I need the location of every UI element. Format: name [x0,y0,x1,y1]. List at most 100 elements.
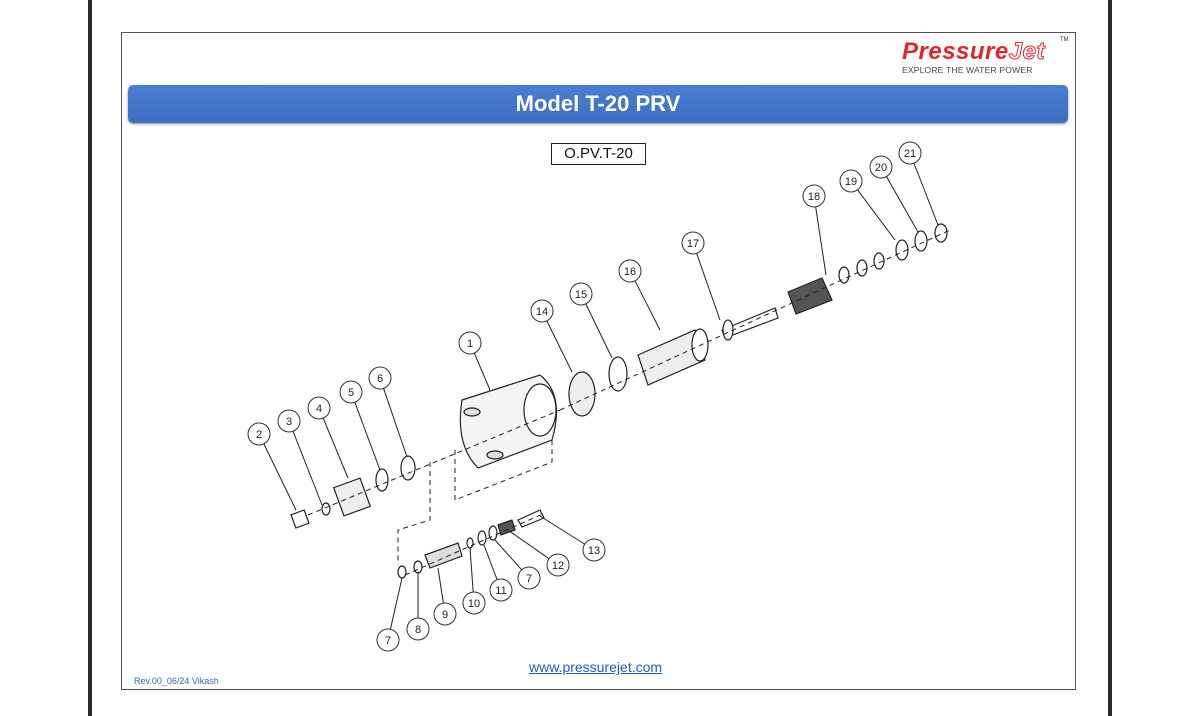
leader-line [857,189,896,241]
callout-number: 17 [687,238,699,250]
part-14 [568,371,596,417]
leader-line [263,443,297,511]
leader-line [354,402,381,471]
callout-21: 21 [898,141,939,226]
callout-number: 21 [904,148,916,160]
part-9 [424,542,463,569]
callout-9: 9 [433,567,457,626]
callout-17: 17 [681,231,721,321]
viewer-left-edge [88,0,92,716]
callout-number: 1 [467,338,473,350]
callout-11: 11 [483,544,513,602]
viewer-right-edge [1108,0,1112,716]
leader-line [886,176,919,233]
part-18-spring [787,277,833,315]
leader-line [913,163,939,226]
callout-7: 7 [376,577,403,652]
callout-number: 19 [845,176,857,188]
trademark: TM [1060,37,1069,43]
callout-circle [307,396,331,420]
callout-1: 1 [458,331,491,391]
callout-circle [406,617,430,641]
callout-circle [462,591,486,615]
callout-circle [546,553,570,577]
leader-line [546,320,573,373]
callout-number: 5 [348,387,354,399]
logo-text-jet: Jet [1008,38,1045,65]
callout-number: 11 [495,585,506,597]
part-21 [934,223,948,243]
part-3 [321,502,331,516]
callout-circle [489,578,513,602]
callout-circle [247,422,271,446]
page-frame [121,32,1076,690]
callout-15: 15 [569,282,613,359]
callout-16: 16 [618,259,661,331]
part-13 [517,509,545,528]
callout-number: 7 [385,635,391,647]
callout-circle [517,566,541,590]
leader-line [473,352,491,391]
callout-circle [582,538,606,562]
callout-number: 12 [552,560,564,572]
callout-8: 8 [406,572,430,641]
callout-number: 2 [256,429,262,441]
callout-3: 3 [277,409,323,506]
leader-line [322,417,349,479]
callout-2: 2 [247,422,297,511]
callout-7: 7 [494,539,541,590]
page-title: Model T-20 PRV [128,85,1068,123]
leader-line [634,280,661,331]
leader-line [696,253,721,321]
callout-circle [376,628,400,652]
callout-5: 5 [339,380,381,471]
callout-number: 10 [468,598,480,610]
callout-number: 15 [575,289,587,301]
callout-number: 8 [415,624,421,636]
callout-circle [458,331,482,355]
part-6 [400,455,416,481]
callout-circle [869,155,893,179]
part-code-box: O.PV.T-20 [551,143,646,165]
leader-line [483,544,498,580]
leader-line [383,388,408,458]
callout-circle [839,169,863,193]
leader-line [585,303,613,359]
revision-note: Rev.00_06/24 Vikash [134,676,219,686]
part-16 [637,329,706,386]
callout-19: 19 [839,169,896,241]
callout-4: 4 [307,396,349,479]
logo-tagline: EXPLORE THE WATER POWER [902,65,1033,75]
callout-number: 7 [526,573,532,585]
leader-line [469,547,474,593]
callout-number: 14 [536,306,548,318]
callout-circle [277,409,301,433]
callout-12: 12 [507,529,570,577]
part-body-port [523,383,557,437]
callout-number: 4 [316,403,322,415]
callout-circle [530,299,554,323]
leader-line [815,206,827,276]
website-link[interactable]: www.pressurejet.com [529,659,663,675]
leader-line [292,431,323,506]
part-19 [895,239,909,261]
callout-number: 20 [875,162,887,174]
callout-circle [681,231,705,255]
callout-number: 9 [442,609,448,621]
pressurejet-logo: PressureJet TM EXPLORE THE WATER POWER [902,37,1072,76]
callout-number: 3 [286,416,292,428]
callout-13: 13 [539,515,606,562]
callout-18: 18 [802,184,827,276]
callout-circle [339,380,363,404]
callout-14: 14 [530,299,573,373]
callout-number: 13 [588,545,600,557]
leader-line [539,515,585,545]
callout-circle [802,184,826,208]
callout-number: 6 [377,373,383,385]
callout-circle [569,282,593,306]
logo-text: Pressure [902,38,1009,65]
callout-20: 20 [869,155,919,233]
callout-circle [898,141,922,165]
leader-line [507,529,550,560]
